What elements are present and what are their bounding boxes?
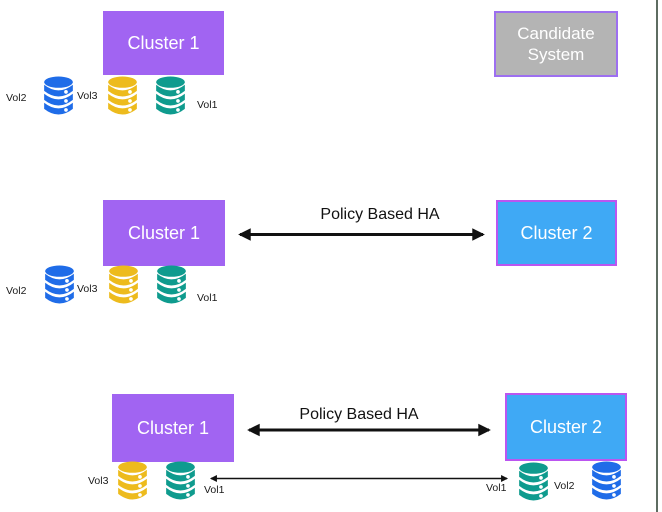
vol1-left-label-row3: Vol1 [204,484,225,496]
cluster1-box-row2: Cluster 1 [103,200,225,266]
database-icon-vol1-row1 [156,76,185,115]
cluster2-label-row3: Cluster 2 [529,416,603,437]
cluster2-label-row2: Cluster 2 [520,222,593,243]
database-icon-vol2-row2 [45,265,74,304]
vol2-label-row3: Vol2 [554,480,575,492]
vol3-label-row2: Vol3 [77,283,98,295]
vol1-label-row1: Vol1 [197,99,218,111]
cluster1-label-row3: Cluster 1 [136,417,210,438]
cluster1-box-row3: Cluster 1 [112,394,234,462]
vol3-label-row1: Vol3 [77,90,98,102]
cluster1-label-row2: Cluster 1 [127,222,201,243]
policy-based-ha-label-row3: Policy Based HA [299,406,419,423]
database-icon-vol1-right-row3 [519,462,548,501]
database-icon-vol2-row1 [44,76,73,115]
policy-based-ha-label-row2: Policy Based HA [320,206,440,223]
database-icon-vol1-left-row3 [166,461,195,500]
database-icon-vol1-row2 [157,265,186,304]
vol1-right-label-row3: Vol1 [486,482,507,494]
database-icon-vol2-row3 [592,461,621,500]
canvas-page-edge [656,0,658,512]
cluster1-box-row1: Cluster 1 [103,11,224,75]
database-icon-vol3-row2 [109,265,138,304]
cluster2-box-row2: Cluster 2 [496,200,617,266]
vol2-label-row1: Vol2 [6,92,27,104]
vol3-label-row3: Vol3 [88,475,109,487]
database-icon-vol3-row3 [118,461,147,500]
candidate-system-box: Candidate System [494,11,618,77]
cluster2-box-row3: Cluster 2 [505,393,627,461]
vol1-label-row2: Vol1 [197,292,218,304]
vol2-label-row2: Vol2 [6,285,27,297]
database-icon-vol3-row1 [108,76,137,115]
candidate-system-label: Candidate System [517,24,595,64]
cluster1-label-row1: Cluster 1 [127,32,200,53]
